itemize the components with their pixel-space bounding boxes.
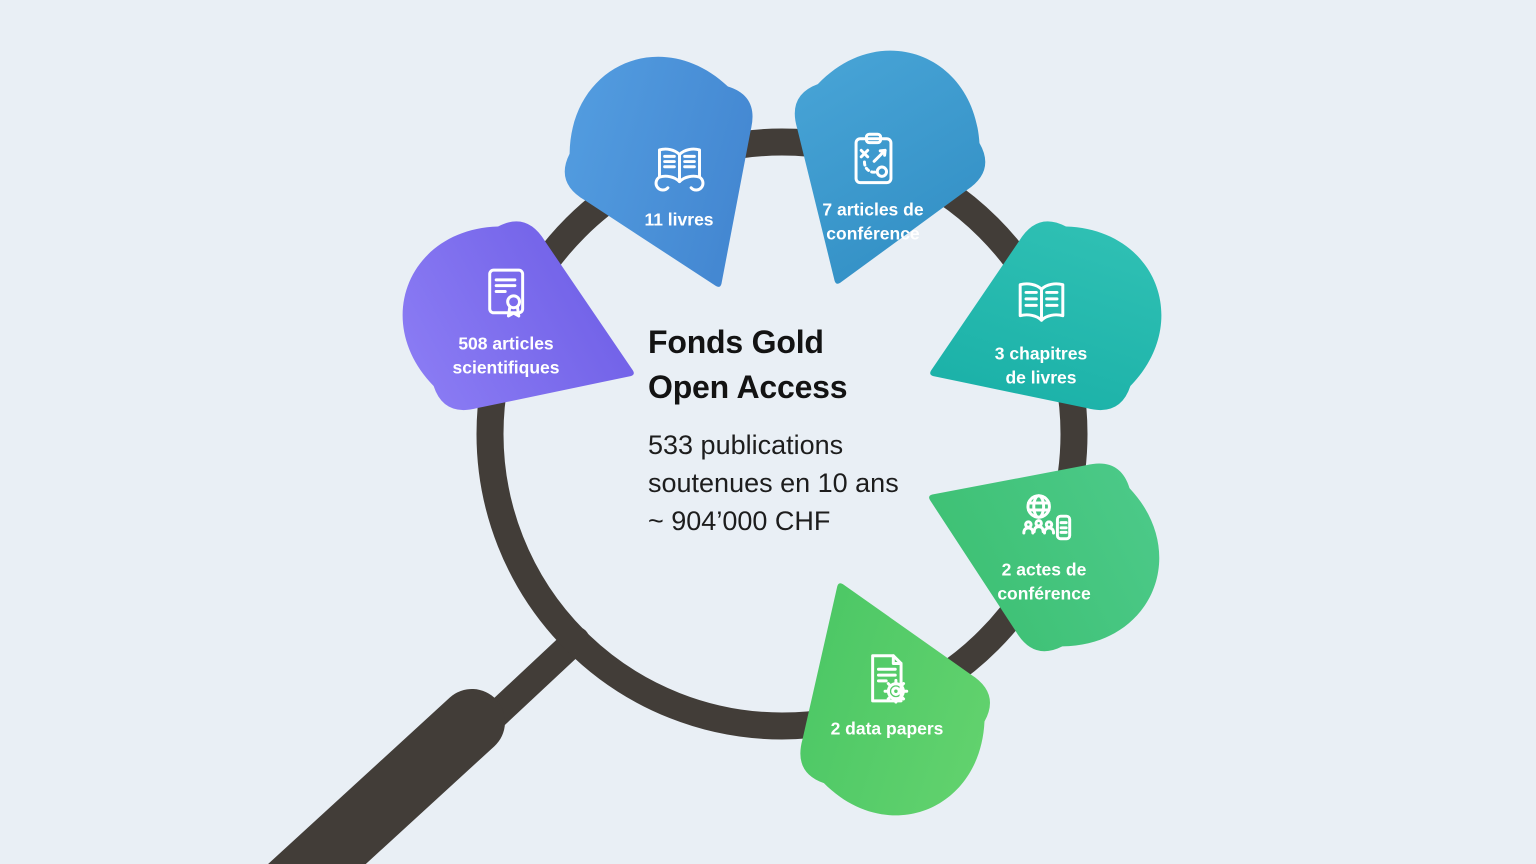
petal-data-papers [746, 547, 1020, 846]
page-subtitle: 533 publications soutenues en 10 ans ~ 9… [648, 426, 899, 541]
center-text: Fonds Gold Open Access 533 publications … [648, 320, 899, 541]
petal-articles-conference [743, 21, 1014, 318]
petal-livres [533, 24, 812, 326]
page-title: Fonds Gold Open Access [648, 320, 899, 410]
title-line-1: Fonds Gold [648, 324, 824, 360]
subtitle-line-1: 533 publications [648, 429, 844, 460]
magnifier-handle-grip [268, 689, 505, 864]
title-line-2: Open Access [648, 368, 848, 405]
petal-chapitres-livres [893, 190, 1193, 467]
petal-articles-scientifiques [371, 190, 671, 467]
subtitle-line-3: ~ 904’000 CHF [648, 506, 831, 537]
subtitle-line-2: soutenues en 10 ans [648, 467, 899, 498]
magnifier-ring [476, 128, 1088, 740]
petal-actes-conference [890, 404, 1192, 683]
